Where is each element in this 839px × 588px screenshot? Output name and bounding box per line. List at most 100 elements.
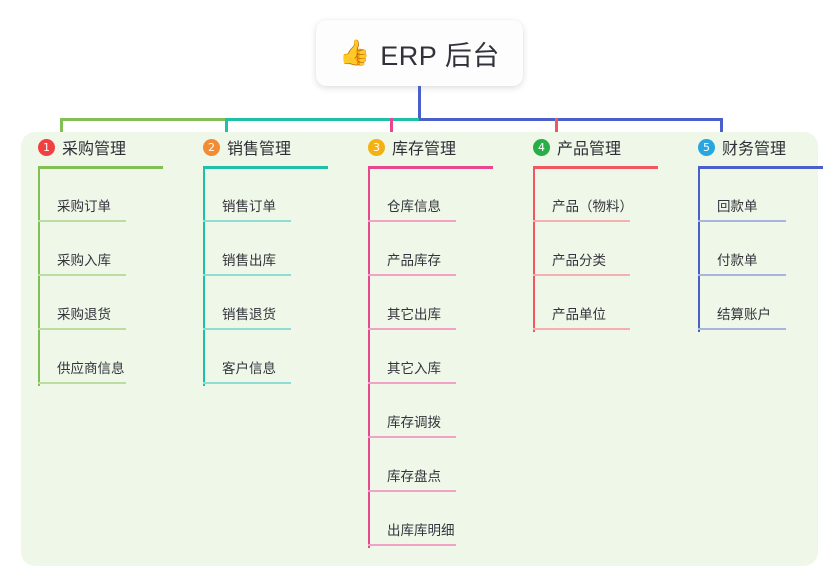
list-item-label: 库存调拨 (387, 415, 441, 430)
column-spine-1 (38, 169, 40, 386)
list-item[interactable]: 结算账户 (681, 277, 818, 331)
list-item[interactable]: 仓库信息 (351, 169, 517, 223)
diagram-panel: 1 采购管理采购订单采购入库采购退货供应商信息 2 销售管理销售订单销售出库销售退货客… (21, 132, 823, 566)
list-item[interactable]: 产品分类 (516, 223, 682, 277)
list-item-underline (533, 328, 630, 330)
root-title: ERP 后台 (380, 40, 500, 71)
list-item-label: 销售退货 (222, 307, 276, 322)
column-spine-4 (533, 169, 535, 332)
column-title-2: 销售管理 (227, 141, 292, 158)
column-underline-4 (533, 166, 658, 169)
list-item-underline (368, 436, 456, 438)
list-item[interactable]: 产品库存 (351, 223, 517, 277)
column-4: 4 产品管理产品（物料） 产品分类产品单位 (516, 132, 682, 332)
column-badge-4: 4 (533, 138, 550, 156)
column-items-2: 销售订单销售出库销售退货客户信息 (186, 169, 352, 385)
list-item-label: 供应商信息 (57, 361, 125, 376)
list-item[interactable]: 产品单位 (516, 277, 682, 331)
list-item[interactable]: 其它出库 (351, 277, 517, 331)
list-item[interactable]: 销售订单 (186, 169, 352, 223)
connector-bar-mid (225, 118, 419, 121)
column-header-4[interactable]: 4 产品管理 (516, 132, 682, 162)
list-item-underline (698, 274, 786, 276)
list-item[interactable]: 库存调拨 (351, 385, 517, 439)
list-item-label: 付款单 (717, 253, 758, 268)
column-underline-2 (203, 166, 328, 169)
column-underline-3 (368, 166, 493, 169)
list-item-label: 采购退货 (57, 307, 111, 322)
list-item[interactable]: 采购入库 (21, 223, 187, 277)
list-item[interactable]: 采购订单 (21, 169, 187, 223)
list-item-underline (38, 274, 126, 276)
connector-drop-3 (390, 118, 393, 142)
list-item-underline (38, 382, 126, 384)
list-item-underline (203, 328, 291, 330)
list-item-label: 销售出库 (222, 253, 276, 268)
list-item-underline (368, 328, 456, 330)
list-item-label: 回款单 (717, 199, 758, 214)
list-item-underline (203, 274, 291, 276)
root-node[interactable]: 👍 ERP 后台 (316, 20, 523, 86)
list-item-underline (698, 220, 786, 222)
list-item-underline (698, 328, 786, 330)
list-item-underline (38, 328, 126, 330)
column-header-2[interactable]: 2 销售管理 (186, 132, 352, 162)
list-item[interactable]: 采购退货 (21, 277, 187, 331)
column-header-5[interactable]: 5 财务管理 (681, 132, 818, 162)
list-item-label: 采购订单 (57, 199, 111, 214)
list-item-label: 库存盘点 (387, 469, 441, 484)
list-item-underline (368, 274, 456, 276)
column-title-1: 采购管理 (62, 141, 127, 158)
list-item-label: 产品（物料） (552, 199, 633, 214)
column-spine-2 (203, 169, 205, 386)
list-item-label: 出库库明细 (387, 523, 455, 538)
list-item-label: 产品单位 (552, 307, 606, 322)
root-stem (418, 86, 421, 120)
list-item-underline (368, 490, 456, 492)
list-item-underline (533, 274, 630, 276)
column-underline-1 (38, 166, 163, 169)
list-item-underline (368, 382, 456, 384)
list-item[interactable]: 产品（物料） (516, 169, 682, 223)
list-item[interactable]: 客户信息 (186, 331, 352, 385)
list-item-label: 结算账户 (717, 307, 771, 322)
list-item[interactable]: 其它入库 (351, 331, 517, 385)
connector-drop-5 (720, 118, 723, 142)
thumbs-up-icon: 👍 (339, 38, 371, 67)
list-item[interactable]: 回款单 (681, 169, 818, 223)
column-title-4: 产品管理 (557, 141, 622, 158)
column-items-5: 回款单付款单结算账户 (681, 169, 818, 331)
list-item[interactable]: 付款单 (681, 223, 818, 277)
list-item-underline (203, 382, 291, 384)
connector-bar-right (419, 118, 723, 121)
column-spine-5 (698, 169, 700, 332)
list-item[interactable]: 供应商信息 (21, 331, 187, 385)
list-item-underline (368, 220, 456, 222)
column-badge-5: 5 (698, 138, 715, 156)
column-badge-2: 2 (203, 138, 220, 156)
list-item-label: 产品库存 (387, 253, 441, 268)
connector-drop-4 (555, 118, 558, 142)
column-2: 2 销售管理销售订单销售出库销售退货客户信息 (186, 132, 352, 386)
column-5: 5 财务管理回款单付款单结算账户 (681, 132, 823, 332)
column-badge-1: 1 (38, 138, 55, 156)
list-item-underline (38, 220, 126, 222)
column-items-3: 仓库信息产品库存其它出库其它入库库存调拨库存盘点出库库明细 (351, 169, 517, 547)
list-item[interactable]: 出库库明细 (351, 493, 517, 547)
column-header-1[interactable]: 1 采购管理 (21, 132, 187, 162)
list-item-label: 其它入库 (387, 361, 441, 376)
list-item[interactable]: 销售退货 (186, 277, 352, 331)
list-item[interactable]: 库存盘点 (351, 439, 517, 493)
connector-drop-2 (225, 118, 228, 142)
connector-bar-left (60, 118, 225, 121)
list-item[interactable]: 销售出库 (186, 223, 352, 277)
list-item-underline (368, 544, 456, 546)
column-underline-5 (698, 166, 823, 169)
list-item-label: 采购入库 (57, 253, 111, 268)
list-item-label: 其它出库 (387, 307, 441, 322)
list-item-label: 客户信息 (222, 361, 276, 376)
column-title-5: 财务管理 (722, 141, 787, 158)
connector-drop-1 (60, 118, 63, 142)
